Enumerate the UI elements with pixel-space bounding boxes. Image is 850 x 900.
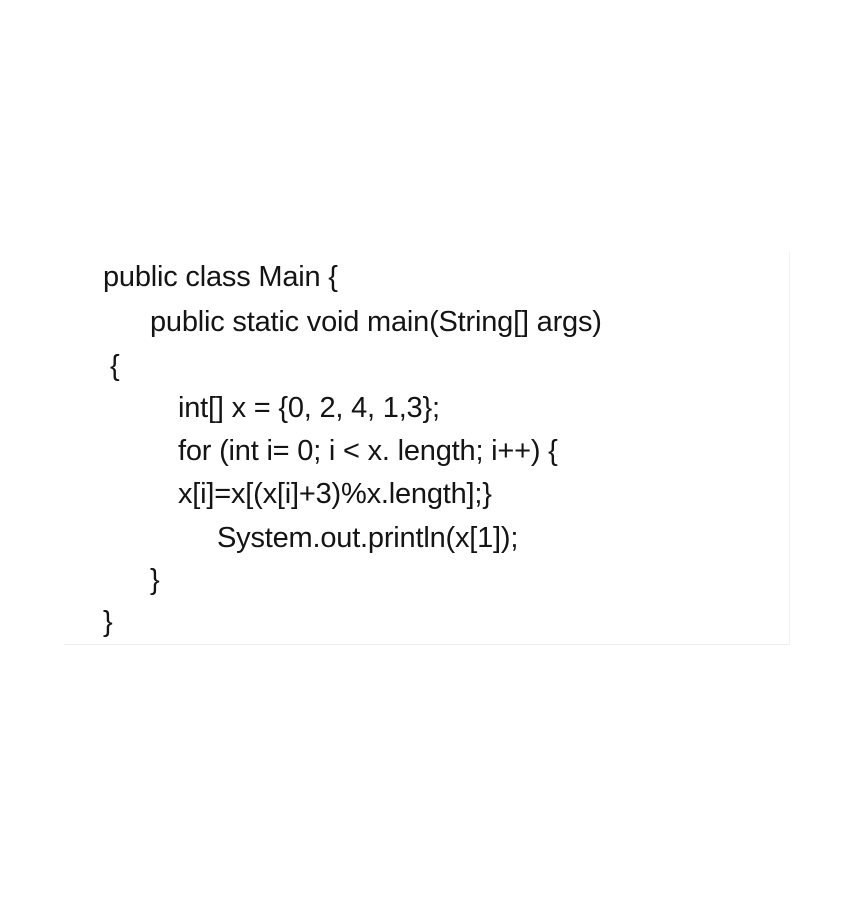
code-line-open-brace: { [110,350,120,382]
code-line-main-method: public static void main(String[] args) [150,306,602,338]
code-line-close-method: } [150,564,160,596]
code-line-loop-body: x[i]=x[(x[i]+3)%x.length];} [178,478,492,510]
code-line-array-init: int[] x = {0, 2, 4, 1,3}; [178,392,440,424]
code-line-for-loop: for (int i= 0; i < x. length; i++) { [178,435,558,467]
code-snippet-panel [64,252,790,645]
code-line-class-declaration: public class Main { [103,261,338,293]
code-line-println: System.out.println(x[1]); [217,522,519,554]
code-line-close-class: } [103,606,113,638]
